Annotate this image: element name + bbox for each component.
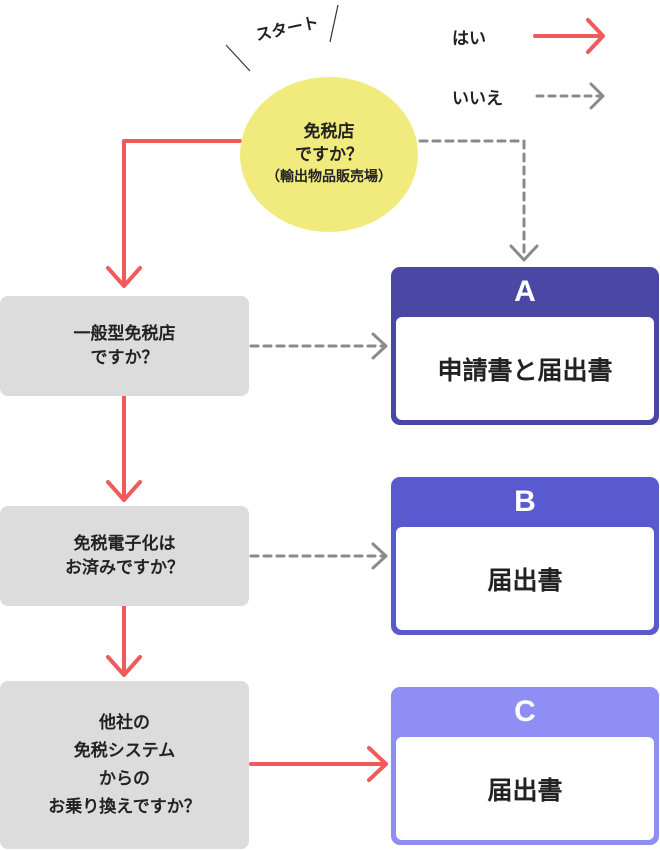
start-tick-right (329, 4, 339, 43)
legend-no-label: いいえ (452, 89, 503, 109)
no-arrow-q2-to-b (249, 542, 388, 570)
result-letter: A (514, 275, 536, 308)
result-box-a: A 申請書と届出書 (391, 267, 659, 425)
legend-yes-arrow (533, 18, 605, 54)
question-box-general-tax-free: 一般型免税店 ですか？ (0, 296, 249, 396)
start-question-circle: 免税店 ですか？ （輸出物品販売場） (240, 77, 418, 232)
no-arrow-q1-to-a (249, 332, 388, 360)
question-box-digitalized: 免税電子化は お済みですか？ (0, 506, 249, 606)
yes-arrow-q1-to-q2 (106, 395, 142, 502)
question-line: 他社の (99, 713, 150, 733)
yes-arrow-q2-to-q3 (106, 605, 142, 677)
start-question-line: 免税店 (303, 122, 355, 142)
question-line: お乗り換えですか？ (48, 797, 201, 817)
result-text: 申請書と届出書 (396, 317, 654, 420)
question-line: 免税電子化は (73, 534, 176, 554)
question-line: からの (99, 769, 150, 789)
yes-arrow-q3-to-c (249, 746, 388, 782)
result-text: 届出書 (396, 737, 654, 840)
question-line: ですか？ (90, 348, 159, 368)
start-question-note: （輸出物品販売場） (266, 169, 392, 185)
question-line: 免税システム (73, 741, 176, 761)
no-arrow-start-to-a (418, 139, 539, 262)
yes-arrow-start-to-q1 (106, 139, 242, 288)
result-box-c: C 届出書 (391, 687, 659, 845)
result-box-b: B 届出書 (391, 477, 659, 635)
legend-yes-label: はい (452, 29, 486, 49)
question-box-system-switch: 他社の 免税システム からの お乗り換えですか？ (0, 681, 249, 849)
start-question-line: ですか？ (295, 145, 363, 165)
start-tick-left (225, 44, 251, 72)
question-line: お済みですか？ (65, 558, 184, 578)
result-letter: B (514, 485, 536, 518)
result-letter: C (514, 695, 536, 728)
question-line: 一般型免税店 (73, 324, 176, 344)
legend-no-arrow (535, 82, 605, 110)
result-text: 届出書 (396, 527, 654, 630)
